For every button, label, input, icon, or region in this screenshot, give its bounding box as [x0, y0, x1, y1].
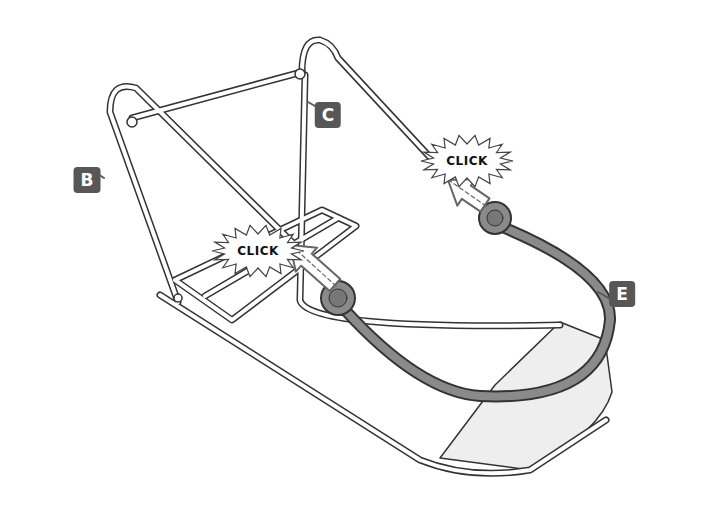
- click-burst: [212, 225, 304, 276]
- callout-letter: E: [609, 281, 635, 307]
- click-label: CLICK: [446, 154, 488, 168]
- callout-letter: B: [74, 167, 101, 193]
- click-label: CLICK: [237, 244, 279, 258]
- callout-letter: C: [315, 102, 341, 128]
- click-burst: [421, 135, 513, 186]
